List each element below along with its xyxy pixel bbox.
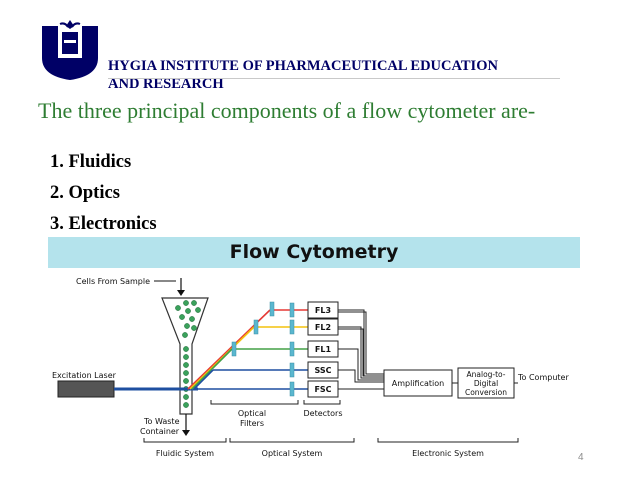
cell xyxy=(183,362,189,368)
cell xyxy=(183,354,189,360)
fl2-filter xyxy=(289,319,295,335)
fsc-filter xyxy=(289,381,295,397)
fl3-mirror xyxy=(269,301,275,317)
waste-arrowhead xyxy=(182,430,190,436)
detectors-bracket xyxy=(303,400,341,405)
cell xyxy=(189,316,195,322)
cell xyxy=(191,300,197,306)
fl3-filter xyxy=(289,302,295,318)
to-computer-label: To Computer xyxy=(517,373,569,382)
electronic-system-bracket xyxy=(377,438,519,443)
ssc-label: SSC xyxy=(314,366,331,375)
optical-filters-label-line1: Optical xyxy=(238,409,266,418)
optical-filters-bracket xyxy=(210,400,299,405)
cell xyxy=(179,314,185,320)
institute-name-line1: HYGIA INSTITUTE OF PHARMACEUTICAL EDUCAT… xyxy=(108,58,498,74)
fl1-mirror xyxy=(231,341,237,357)
amplification-box xyxy=(383,369,453,397)
to-waste-label-line2: Container xyxy=(140,427,180,436)
cell xyxy=(183,346,189,352)
cell xyxy=(183,402,189,408)
institute-name: HYGIA INSTITUTE OF PHARMACEUTICAL EDUCAT… xyxy=(108,57,548,93)
fsc-label: FSC xyxy=(314,385,331,394)
optical-filters-label-line2: Filters xyxy=(240,419,264,428)
adc-label-line3: Conversion xyxy=(465,388,507,397)
wire xyxy=(338,369,384,383)
cells xyxy=(175,300,201,408)
adc-label-line1: Analog-to- xyxy=(467,370,506,379)
amplification-label: Amplification xyxy=(392,379,444,388)
wire xyxy=(338,311,384,375)
detector-wires xyxy=(338,309,384,390)
fluidic-system-label: Fluidic System xyxy=(156,449,214,458)
wire xyxy=(338,348,384,381)
institute-logo xyxy=(42,20,98,80)
excitation-laser-label: Excitation Laser xyxy=(52,371,117,380)
to-waste-label-line1: To Waste xyxy=(143,417,180,426)
cell xyxy=(195,307,201,313)
cell xyxy=(191,325,197,331)
diagram-title: Flow Cytometry xyxy=(229,241,399,263)
page-number: 4 xyxy=(578,452,584,463)
cell xyxy=(183,370,189,376)
cell xyxy=(183,378,189,384)
cells-pointer-arrowhead xyxy=(177,290,185,296)
institute-name-line2: AND RESEARCH xyxy=(108,76,224,92)
cell xyxy=(175,305,181,311)
cell xyxy=(185,308,191,314)
cells-from-sample-label: Cells From Sample xyxy=(76,277,150,286)
header-divider xyxy=(108,78,560,79)
fl2-label: FL2 xyxy=(315,323,331,332)
adc-label-line2: Digital xyxy=(474,379,498,388)
fl1-beam xyxy=(191,348,233,390)
diagram-title-banner: Flow Cytometry xyxy=(48,237,580,268)
laser-source xyxy=(57,380,115,398)
list-item-fluidics: 1. Fluidics xyxy=(50,152,132,172)
ssc-beam xyxy=(193,369,214,390)
fl3-label: FL3 xyxy=(315,306,331,315)
fl1-label: FL1 xyxy=(315,345,332,354)
fluidic-system-bracket xyxy=(143,438,227,443)
wire xyxy=(338,328,384,377)
cell xyxy=(183,300,189,306)
flow-cytometry-diagram: Cells From Sample To Waste Container Exc… xyxy=(52,277,569,458)
optical-system-bracket xyxy=(229,438,355,443)
cell xyxy=(182,332,188,338)
list-item-optics: 2. Optics xyxy=(50,183,120,203)
adc-box xyxy=(457,367,515,399)
fl2-mirror xyxy=(253,319,259,335)
fl1-filter xyxy=(289,341,295,357)
ssc-filter xyxy=(289,362,295,378)
electronic-system-label: Electronic System xyxy=(412,449,484,458)
slide-heading: The three principal components of a flow… xyxy=(38,98,536,123)
cell xyxy=(184,323,190,329)
optical-system-label: Optical System xyxy=(262,449,323,458)
detectors-label: Detectors xyxy=(303,409,342,418)
wire xyxy=(338,326,384,379)
cell xyxy=(183,394,189,400)
list-item-electronics: 3. Electronics xyxy=(50,214,157,234)
components-list: 1. Fluidics 2. Optics 3. Electronics xyxy=(50,150,157,243)
